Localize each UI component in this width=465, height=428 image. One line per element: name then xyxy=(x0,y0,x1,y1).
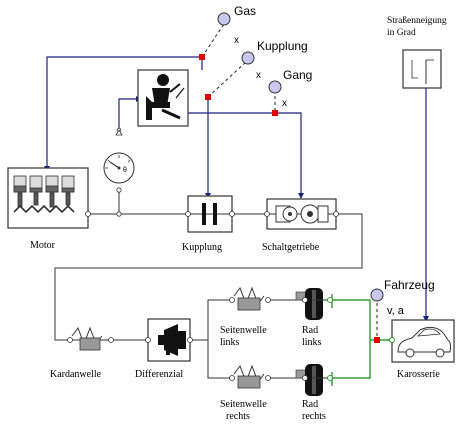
rad-rechts-label-2: rechts xyxy=(302,411,326,422)
va-label: v, a xyxy=(387,305,405,317)
gas-marker xyxy=(199,54,205,60)
mechanical-shafts xyxy=(54,190,363,379)
strasse-label-2: in Grad xyxy=(387,28,416,38)
motor-label: Motor xyxy=(30,240,56,251)
signal-arrows xyxy=(44,96,429,322)
kupplung-block[interactable] xyxy=(185,195,235,233)
signal-markers xyxy=(199,54,380,343)
arrow-to-getriebe xyxy=(298,193,304,199)
kupplung-signal-label: Kupplung xyxy=(257,39,308,53)
tachometer-icon[interactable] xyxy=(103,127,135,217)
driver-block[interactable] xyxy=(137,69,189,127)
schaltgetriebe-label: Schaltgetriebe xyxy=(262,242,320,253)
gang-line xyxy=(188,112,302,195)
signal-lines xyxy=(46,56,427,318)
rad-rechts-block[interactable] xyxy=(295,364,333,396)
strasse-label-1: Straßenneigung xyxy=(387,15,447,26)
strassenneigung-block[interactable] xyxy=(402,49,442,89)
motor-block[interactable] xyxy=(7,167,91,229)
gas-label: Gas xyxy=(234,4,256,18)
kupplung-marker xyxy=(205,94,211,100)
seitenwelle-links-label-1: Seitenwelle xyxy=(220,325,267,336)
seitenwelle-rechts-block[interactable] xyxy=(229,364,271,389)
sensor-gas[interactable] xyxy=(217,12,231,26)
kardanwelle-block[interactable] xyxy=(67,326,114,351)
karosserie-block[interactable] xyxy=(389,319,455,363)
road-contact-lines xyxy=(330,294,392,386)
sensor-fahrzeug[interactable] xyxy=(370,288,384,302)
gang-label: Gang xyxy=(283,68,312,82)
seitenwelle-rechts-label-2: rechts xyxy=(226,411,250,422)
kupplung-label: Kupplung xyxy=(182,242,222,253)
tacho-to-driver xyxy=(118,98,138,130)
kardanwelle-label: Kardanwelle xyxy=(50,369,102,380)
differenzial-label: Differenzial xyxy=(135,369,183,380)
kupplung-x-label: x xyxy=(256,70,261,81)
sensor-gang[interactable] xyxy=(268,80,282,94)
schaltgetriebe-block[interactable] xyxy=(264,198,339,230)
gang-marker xyxy=(272,110,278,116)
tacho-symbol: θ xyxy=(123,167,127,174)
rad-links-label-1: Rad xyxy=(302,325,318,336)
arrow-to-karosserie xyxy=(423,316,429,322)
fahrzeug-label: Fahrzeug xyxy=(384,278,435,292)
differenzial-block[interactable] xyxy=(145,318,193,362)
seitenwelle-links-label-2: links xyxy=(220,337,240,348)
gang-x-label: x xyxy=(282,98,287,109)
gas-x-label: x xyxy=(234,35,239,46)
seitenwelle-rechts-label-1: Seitenwelle xyxy=(220,399,267,410)
gas-line-to-motor xyxy=(46,56,202,168)
karosserie-label: Karosserie xyxy=(397,369,440,380)
rad-links-label-2: links xyxy=(302,337,322,348)
sensor-dashes xyxy=(201,23,378,340)
fahrzeug-marker xyxy=(374,337,380,343)
sensor-kupplung[interactable] xyxy=(241,51,255,65)
rad-links-block[interactable] xyxy=(295,288,333,320)
seitenwelle-links-block[interactable] xyxy=(229,286,271,311)
rad-rechts-label-1: Rad xyxy=(302,399,318,410)
